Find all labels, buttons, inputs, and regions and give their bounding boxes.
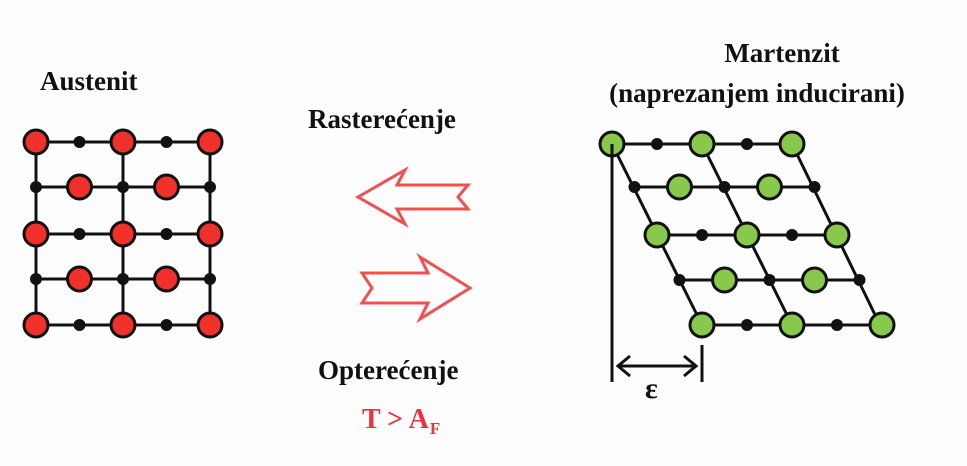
austenite-large-atom — [109, 128, 137, 156]
martensite-small-atom — [763, 274, 776, 286]
austenite-small-atom — [160, 136, 173, 148]
martensite-large-atom — [778, 311, 806, 339]
austenite-large-atom — [66, 173, 93, 201]
martensite-small-atom — [718, 181, 731, 193]
martensite-large-atom — [666, 173, 693, 201]
austenite-small-atom — [30, 181, 42, 193]
loading-arrow — [359, 252, 473, 324]
martensite-subtitle: (naprezanjem inducirani) — [609, 78, 905, 108]
martensite-small-atom — [741, 319, 753, 331]
loading-label: Opterećenje — [318, 355, 459, 385]
austenite-atoms — [22, 128, 224, 339]
temperature-condition: T > AF — [362, 404, 440, 439]
martensite-small-atom — [673, 274, 686, 286]
martensite-small-atom — [808, 181, 821, 193]
martensite-large-atom — [643, 221, 671, 249]
martensite-large-atom — [688, 311, 716, 339]
martensite-large-atom — [823, 221, 851, 249]
martensite-large-atom — [733, 221, 761, 249]
martensite-small-atom — [628, 181, 641, 193]
martensite-small-atom — [696, 229, 708, 241]
strain-arrowhead-left — [615, 354, 631, 378]
austenite-small-atom — [204, 181, 216, 193]
austenite-small-atom — [160, 319, 173, 331]
strain-symbol: ε — [645, 372, 658, 405]
austenite-small-atom — [73, 319, 86, 331]
austenite-small-atom — [73, 136, 86, 148]
austenite-small-atom — [160, 228, 173, 240]
austenite-large-atom — [66, 265, 93, 293]
austenite-large-atom — [22, 220, 50, 248]
martensite-large-atom — [801, 266, 828, 294]
strain-indicator — [610, 144, 704, 382]
austenite-small-atom — [117, 181, 129, 193]
austenite-title: Austenit — [40, 66, 138, 96]
martensite-small-atom — [741, 138, 753, 150]
austenite-small-atom — [204, 273, 216, 285]
austenite-large-atom — [22, 128, 50, 156]
unloading-arrow — [354, 166, 472, 228]
martensite-small-atom — [786, 229, 798, 241]
austenite-small-atom — [30, 273, 42, 285]
austenite-large-atom — [153, 265, 180, 293]
temperature-condition-subscript: F — [429, 419, 441, 438]
martensite-small-atom — [651, 138, 663, 150]
austenite-large-atom — [109, 311, 137, 339]
martensite-small-atom — [853, 274, 866, 286]
martensite-large-atom — [778, 130, 806, 158]
martensite-large-atom — [756, 173, 783, 201]
austenite-large-atom — [196, 128, 224, 156]
temperature-condition-text: T > A — [362, 404, 429, 435]
martensite-atoms — [598, 130, 896, 339]
austenite-large-atom — [22, 311, 50, 339]
austenite-large-atom — [109, 220, 137, 248]
austenite-large-atom — [196, 220, 224, 248]
strain-arrowhead-right — [683, 354, 699, 378]
austenite-large-atom — [153, 173, 180, 201]
martensite-large-atom — [688, 130, 716, 158]
martensite-title: Martenzit — [724, 38, 840, 68]
martensite-large-atom — [711, 266, 738, 294]
martensite-large-atom — [868, 311, 896, 339]
martensite-small-atom — [831, 319, 843, 331]
austenite-large-atom — [196, 311, 224, 339]
austenite-small-atom — [73, 228, 86, 240]
austenite-small-atom — [117, 273, 129, 285]
unloading-label: Rasterećenje — [308, 104, 456, 134]
